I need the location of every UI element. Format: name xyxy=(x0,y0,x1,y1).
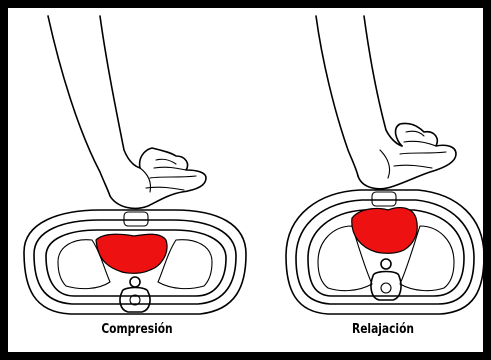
left-hand xyxy=(110,148,206,208)
left-arm-inner xyxy=(100,16,140,168)
right-hand xyxy=(358,123,456,188)
caption-compression: Compresión xyxy=(92,322,182,337)
caption-relaxation: Relajación xyxy=(338,322,428,337)
compression-figure xyxy=(24,16,246,314)
left-arm xyxy=(48,16,110,196)
right-arm xyxy=(316,16,358,176)
left-spine xyxy=(120,288,150,313)
relaxation-figure xyxy=(286,16,484,314)
right-heart xyxy=(352,208,417,254)
left-heart xyxy=(96,234,167,273)
